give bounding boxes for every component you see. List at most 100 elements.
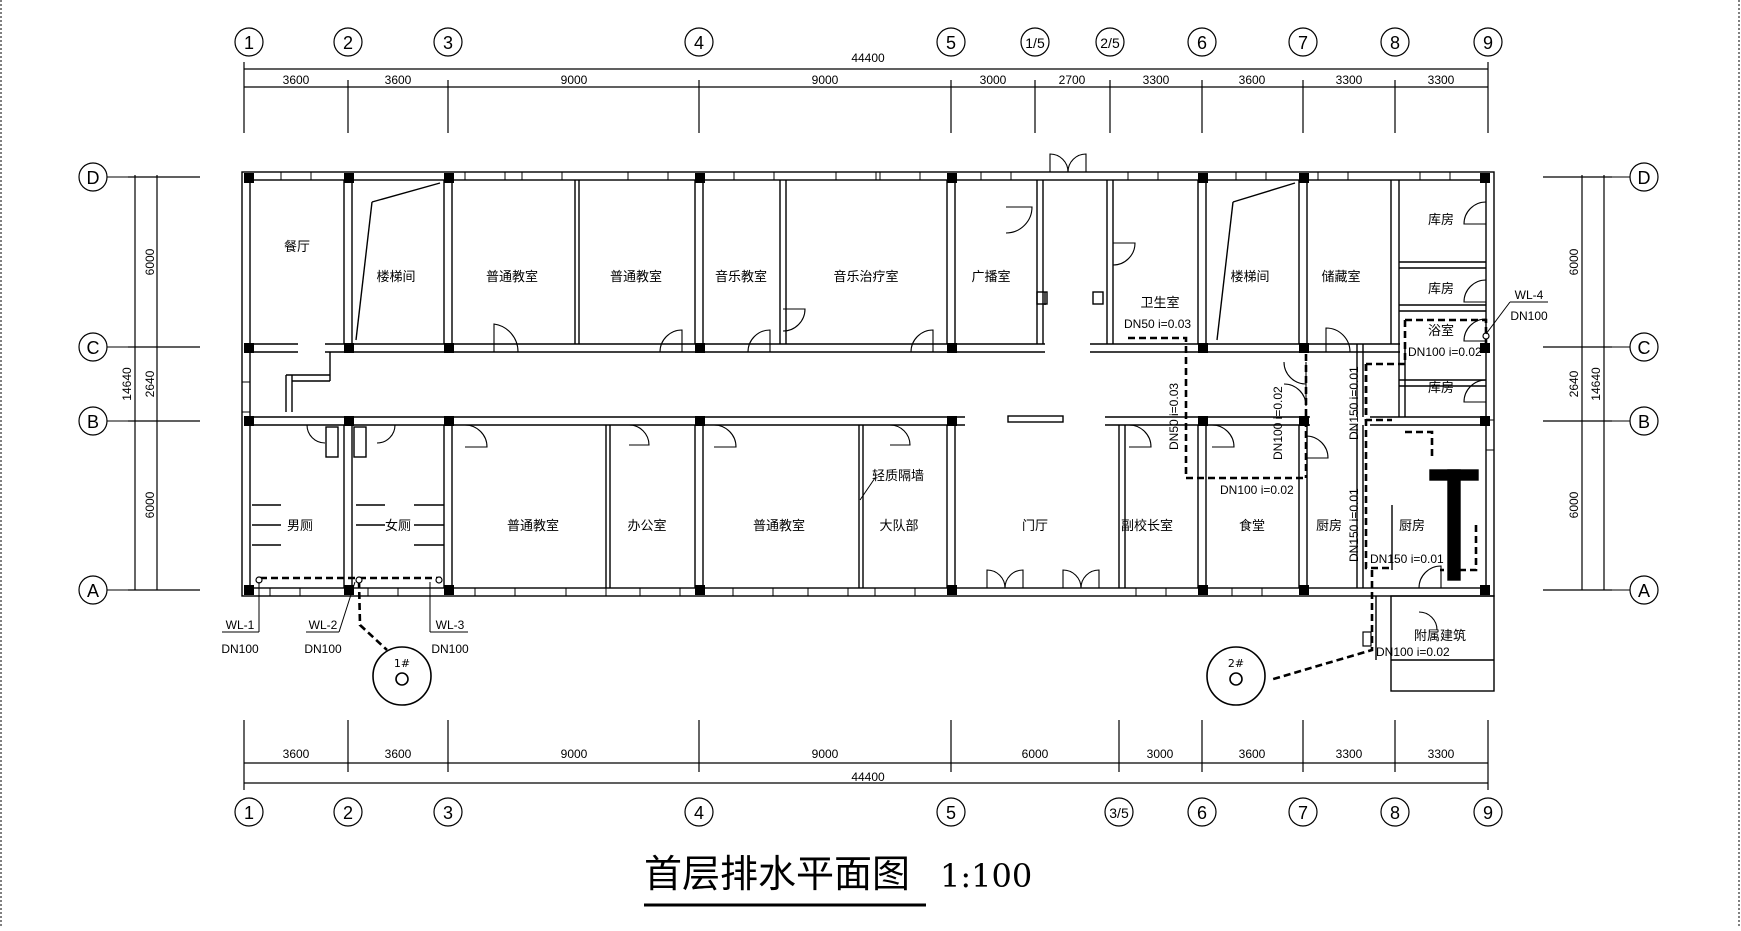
svg-text:C: C <box>1638 338 1651 358</box>
svg-text:9: 9 <box>1483 33 1493 53</box>
svg-text:1/5: 1/5 <box>1025 35 1045 51</box>
axis-bubbles-side: D C B A D C B A <box>78 162 1659 605</box>
axis-bubble: 4 <box>684 797 714 827</box>
side-dimension-lines <box>128 175 1612 591</box>
room-warehouse: 库房 <box>1428 380 1454 396</box>
dim-bottom-seg: 3600 <box>1239 747 1266 761</box>
axis-bubble: 1 <box>234 797 264 827</box>
room-stair-west: 楼梯间 <box>376 270 415 285</box>
room-brigade: 大队部 <box>879 519 918 534</box>
dim-bottom-seg: 3300 <box>1428 747 1455 761</box>
room-health: 卫生室 <box>1140 295 1179 311</box>
svg-text:8: 8 <box>1390 803 1400 823</box>
axis-bubble: 2 <box>333 27 363 57</box>
room-broadcast: 广播室 <box>971 269 1010 285</box>
axis-bubble: 2/5 <box>1095 27 1125 57</box>
svg-text:1#: 1# <box>394 657 410 670</box>
bottom-dimension-texts: 3600 3600 9000 9000 6000 3000 3600 3300 … <box>283 747 1455 784</box>
dim-top-seg: 9000 <box>812 73 839 87</box>
well-1: 1# <box>372 646 432 706</box>
dim-right-seg: 2640 <box>1567 370 1581 397</box>
label-wl1: WL-1 <box>226 618 255 632</box>
axis-bubble: 7 <box>1288 27 1318 57</box>
bottom-dimension-lines <box>243 720 1489 790</box>
dim-top-total: 44400 <box>851 51 885 65</box>
dim-top-seg: 3300 <box>1143 73 1170 87</box>
axis-bubble: 6 <box>1187 797 1217 827</box>
dim-bottom-seg: 6000 <box>1022 747 1049 761</box>
svg-text:D: D <box>87 168 100 188</box>
axis-bubble: 7 <box>1288 797 1318 827</box>
label-wl3-dn: DN100 <box>431 642 469 656</box>
axis-bubbles-top: 1 2 3 4 5 1/5 2/5 6 7 8 9 <box>234 27 1503 57</box>
axis-bubble: 3/5 <box>1104 797 1134 827</box>
dim-left-seg: 6000 <box>143 248 157 275</box>
svg-text:3: 3 <box>443 803 453 823</box>
room-storage: 储藏室 <box>1321 269 1360 285</box>
room-music-classroom: 音乐教室 <box>715 269 767 285</box>
title-scale: 1:100 <box>940 857 1032 895</box>
axis-bubble: 8 <box>1380 797 1410 827</box>
room-labels: 餐厅 楼梯间 普通教室 普通教室 音乐教室 音乐治疗室 广播室 楼梯间 储藏室 … <box>284 212 1466 644</box>
room-warehouse: 库房 <box>1428 212 1454 228</box>
svg-text:B: B <box>1638 412 1650 432</box>
svg-text:2/5: 2/5 <box>1100 35 1120 51</box>
dim-bottom-seg: 3600 <box>283 747 310 761</box>
dim-top-seg: 3300 <box>1336 73 1363 87</box>
label-wl2: WL-2 <box>309 618 338 632</box>
dim-right-seg: 6000 <box>1567 491 1581 518</box>
axis-bubble: D <box>78 162 108 192</box>
axis-bubble: 8 <box>1380 27 1410 57</box>
svg-text:6: 6 <box>1197 803 1207 823</box>
svg-text:D: D <box>1638 168 1651 188</box>
room-canteen: 餐厅 <box>284 239 310 255</box>
dim-top-seg: 3600 <box>1239 73 1266 87</box>
label-wl4: WL-4 <box>1515 288 1544 302</box>
label-wl3: WL-3 <box>436 618 465 632</box>
axis-bubble: A <box>78 575 108 605</box>
room-classroom: 普通教室 <box>507 518 559 534</box>
axis-bubble: C <box>1629 332 1659 362</box>
label-wl2-dn: DN100 <box>304 642 342 656</box>
dim-left-seg: 2640 <box>143 370 157 397</box>
room-women-wc: 女厕 <box>385 518 411 534</box>
label-pipe-dn100-v: DN100 i=0.02 <box>1271 386 1285 460</box>
dim-bottom-seg: 3600 <box>385 747 412 761</box>
room-music-therapy: 音乐治疗室 <box>833 269 898 285</box>
dim-left-seg: 6000 <box>143 491 157 518</box>
drain-pipes <box>260 318 1488 682</box>
room-kitchen: 厨房 <box>1399 518 1425 534</box>
svg-text:A: A <box>1638 581 1650 601</box>
label-wl1-dn: DN100 <box>221 642 259 656</box>
svg-text:8: 8 <box>1390 33 1400 53</box>
axis-bubble: 9 <box>1473 27 1503 57</box>
svg-text:2: 2 <box>343 803 353 823</box>
axis-bubble: 1 <box>234 27 264 57</box>
dim-bottom-seg: 3000 <box>1147 747 1174 761</box>
room-men-wc: 男厕 <box>287 519 313 534</box>
svg-text:6: 6 <box>1197 33 1207 53</box>
dim-top-seg: 3300 <box>1428 73 1455 87</box>
axis-bubble: A <box>1629 575 1659 605</box>
doors <box>306 153 1487 631</box>
pipe-risers <box>255 332 1490 647</box>
windows <box>241 171 1495 597</box>
svg-text:4: 4 <box>694 33 704 53</box>
well-2: 2# <box>1206 646 1266 706</box>
label-pipe-dn150-b: DN150 i=0.01 <box>1347 488 1361 562</box>
dim-bottom-seg: 9000 <box>561 747 588 761</box>
room-kitchen: 厨房 <box>1316 518 1342 534</box>
top-dimension-texts: 44400 3600 3600 9000 9000 3000 2700 3300… <box>283 51 1455 87</box>
svg-text:1: 1 <box>244 803 254 823</box>
label-pipe-dn100-h: DN100 i=0.02 <box>1220 483 1294 497</box>
room-classroom: 普通教室 <box>486 269 538 285</box>
dim-bottom-seg: 3300 <box>1336 747 1363 761</box>
axis-bubble: 2 <box>333 797 363 827</box>
axis-bubble: 9 <box>1473 797 1503 827</box>
room-warehouse: 库房 <box>1428 281 1454 297</box>
svg-text:A: A <box>87 581 99 601</box>
axis-bubbles-bottom: 1 2 3 4 5 3/5 6 7 8 9 <box>234 797 1503 827</box>
axis-bubble: 5 <box>936 797 966 827</box>
dim-right-seg: 6000 <box>1567 248 1581 275</box>
